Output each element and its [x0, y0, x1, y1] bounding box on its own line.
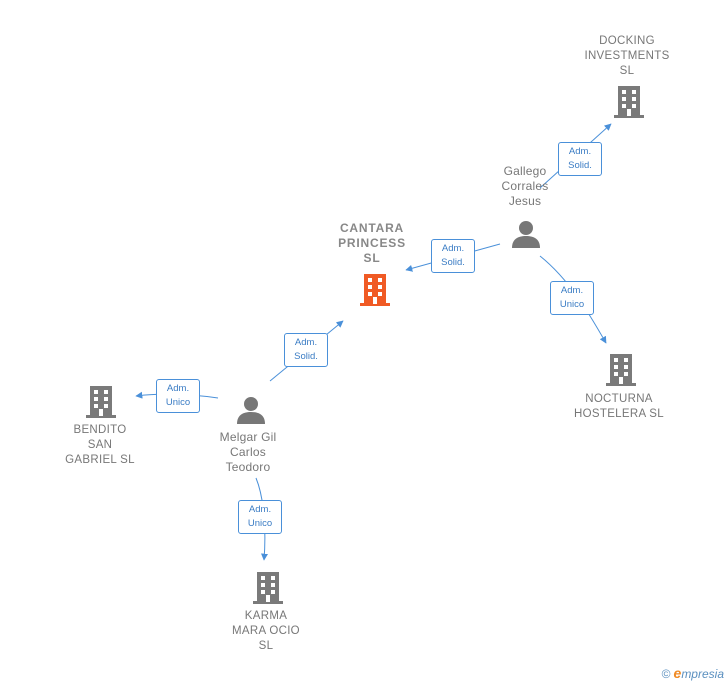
building-icon[interactable]: [253, 570, 283, 609]
relation-type: Unico: [165, 397, 191, 408]
relation-badge-melgar-bendito[interactable]: Adm. Unico: [156, 379, 200, 413]
relation-role: Adm.: [560, 285, 584, 296]
person-label-gallego[interactable]: Gallego Corrales Jesus: [501, 164, 549, 208]
person-icon[interactable]: [511, 219, 541, 254]
relation-type: Unico: [247, 518, 273, 529]
relation-badge-melgar-cantara[interactable]: Adm. Solid.: [284, 333, 328, 367]
relation-type: Solid.: [441, 257, 465, 268]
company-label-nocturna[interactable]: NOCTURNA HOSTELERA SL: [574, 393, 664, 420]
relation-badge-gallego-docking[interactable]: Adm. Solid.: [558, 142, 602, 176]
company-label-cantara[interactable]: CANTARA PRINCESS SL: [338, 221, 406, 265]
company-label-docking[interactable]: DOCKING INVESTMENTS SL: [584, 35, 670, 77]
relation-badge-gallego-nocturna[interactable]: Adm. Unico: [550, 281, 594, 315]
relation-badge-gallego-cantara[interactable]: Adm. Solid.: [431, 239, 475, 273]
relation-role: Adm.: [294, 337, 318, 348]
copyright-symbol: ©: [661, 667, 671, 681]
building-icon[interactable]: [614, 84, 644, 123]
relation-role: Adm.: [248, 504, 272, 515]
company-label-bendito[interactable]: BENDITO SAN GABRIEL SL: [65, 424, 135, 466]
relation-type: Solid.: [568, 160, 592, 171]
company-label-karma[interactable]: KARMA MARA OCIO SL: [232, 610, 300, 652]
relation-role: Adm.: [568, 146, 592, 157]
brand-initial: e: [673, 665, 682, 681]
building-icon[interactable]: [360, 272, 390, 311]
building-icon[interactable]: [606, 352, 636, 391]
building-icon[interactable]: [86, 384, 116, 423]
relation-badge-melgar-karma[interactable]: Adm. Unico: [238, 500, 282, 534]
relation-type: Unico: [559, 299, 585, 310]
relation-role: Adm.: [441, 243, 465, 254]
person-icon[interactable]: [236, 395, 266, 430]
relation-role: Adm.: [166, 383, 190, 394]
person-label-melgar[interactable]: Melgar Gil Carlos Teodoro: [219, 430, 277, 474]
relation-type: Solid.: [294, 351, 318, 362]
empresia-logo: ©empresia: [662, 665, 724, 681]
brand-rest: mpresia: [681, 667, 724, 681]
